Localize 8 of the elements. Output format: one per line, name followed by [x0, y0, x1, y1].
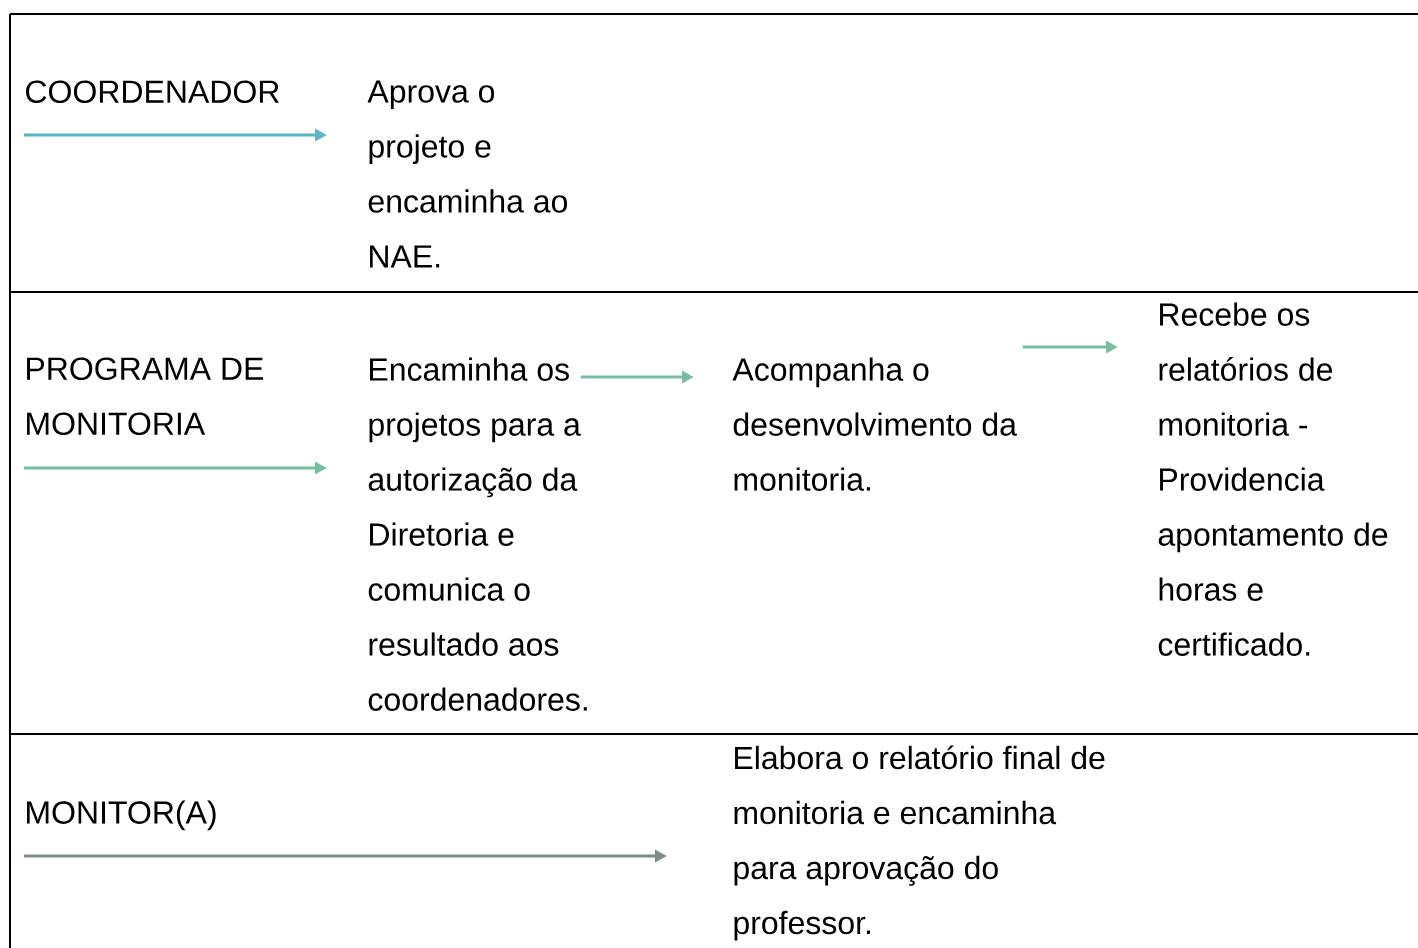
lane-label: PROGRAMA DE MONITORIA: [27, 357, 264, 436]
step-text: Acompanha o desenvolvimento da monitoria.: [732, 357, 1017, 491]
step-text: Aprova o projeto e encaminha ao NAE.: [367, 80, 567, 268]
step-text: Elabora o relatório final de monitoria e encaminha para aprovação do professor.: [734, 745, 1105, 941]
lane-label: MONITOR(A): [27, 800, 216, 831]
lane-label: COORDENADOR: [26, 80, 279, 104]
step-text: Recebe os relatórios de monitoria - Providencia apontamento de horas e certificado.: [1158, 302, 1388, 656]
step-text: Encaminha os projetos para a autorização da Diretoria e comunica o resultado aos coordenadores.: [368, 357, 587, 711]
